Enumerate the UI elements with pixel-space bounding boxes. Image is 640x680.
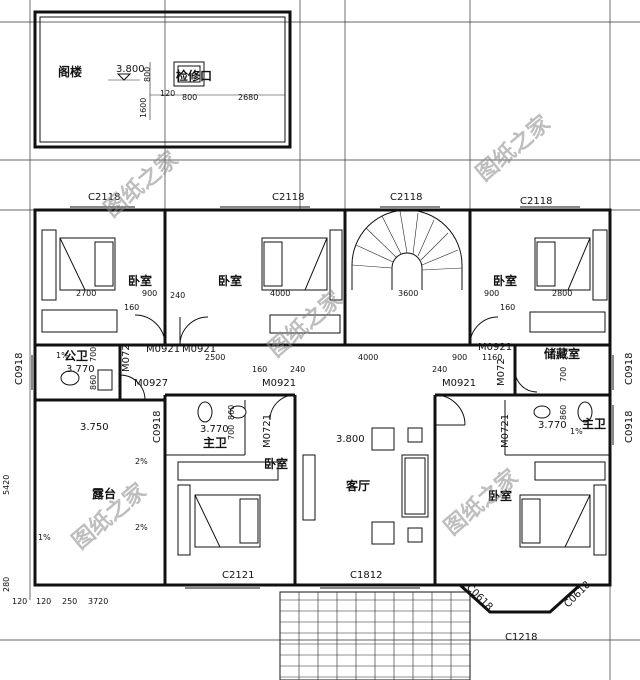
dim-2700: 2700 bbox=[76, 289, 96, 298]
door-code-m072-2: M072 bbox=[496, 358, 507, 386]
room-label-bedroom-5: 卧室 bbox=[488, 488, 512, 503]
bed-bottom-left bbox=[177, 461, 279, 556]
door-swings bbox=[119, 314, 538, 426]
dim-120-corner: 120 bbox=[12, 597, 27, 606]
window-code-c1218: C1218 bbox=[505, 632, 537, 643]
dim-4000-upper: 4000 bbox=[270, 289, 290, 298]
window-code-c2118-4: C2118 bbox=[520, 196, 552, 207]
dim-240-3: 240 bbox=[432, 365, 447, 374]
dim-700-2: 700 bbox=[227, 425, 236, 440]
window-code-c0918-left: C0918 bbox=[14, 353, 25, 385]
attic-block bbox=[33, 10, 292, 149]
bed-top-right bbox=[529, 229, 608, 333]
elevation-public-bath: 3.770 bbox=[66, 364, 95, 375]
dim-160-2: 160 bbox=[252, 365, 267, 374]
dim-1160: 1160 bbox=[482, 353, 502, 362]
dim-250: 250 bbox=[62, 597, 77, 606]
room-label-bedroom-3: 卧室 bbox=[493, 273, 517, 288]
door-code-m0721-2: M0721 bbox=[500, 414, 511, 448]
door-code-m0921-4: M0921 bbox=[442, 378, 476, 389]
door-code-m0921-5: M0921 bbox=[478, 342, 512, 353]
bath-fixtures bbox=[60, 369, 593, 423]
dim-860-1: 860 bbox=[89, 375, 98, 390]
dim-2800: 2800 bbox=[552, 289, 572, 298]
dim-4000-hall: 4000 bbox=[358, 353, 378, 362]
sofa-set bbox=[302, 427, 429, 545]
dim-860-3: 860 bbox=[559, 405, 568, 420]
elevation-living: 3.800 bbox=[336, 434, 365, 445]
door-code-m0927: M0927 bbox=[134, 378, 168, 389]
dim-240-2: 240 bbox=[290, 365, 305, 374]
dim-3720: 3720 bbox=[88, 597, 108, 606]
bed-top-middle bbox=[261, 229, 343, 334]
slope-1-percent-terrace: 1% bbox=[38, 533, 51, 542]
dim-280: 280 bbox=[2, 577, 11, 592]
window-code-c0918-inner: C0918 bbox=[152, 411, 163, 443]
window-code-c2118-2: C2118 bbox=[272, 192, 304, 203]
window-code-c2118-1: C2118 bbox=[88, 192, 120, 203]
dim-1600: 1600 bbox=[139, 98, 148, 118]
dim-700-3: 700 bbox=[559, 367, 568, 382]
window-code-c2121: C2121 bbox=[222, 570, 254, 581]
spiral-staircase bbox=[351, 209, 463, 290]
dim-2500: 2500 bbox=[205, 353, 225, 362]
dim-2680: 2680 bbox=[238, 93, 258, 102]
dim-5420: 5420 bbox=[2, 475, 11, 495]
room-label-public-bath: 公卫 bbox=[64, 349, 88, 363]
dim-160-3: 160 bbox=[500, 303, 515, 312]
room-label-bedroom-4: 卧室 bbox=[264, 456, 288, 471]
elevation-terrace: 3.750 bbox=[80, 422, 109, 433]
window-code-c0618-1: C0618 bbox=[464, 582, 495, 613]
slope-2-percent-1: 2% bbox=[135, 457, 148, 466]
room-label-master-bath-1: 主卫 bbox=[203, 435, 227, 450]
room-label-bedroom-1: 卧室 bbox=[128, 273, 152, 288]
dim-860-2: 860 bbox=[227, 405, 236, 420]
door-code-m0921-2: M0921 bbox=[182, 344, 216, 355]
dim-160-1: 160 bbox=[124, 303, 139, 312]
dim-900-1: 900 bbox=[142, 289, 157, 298]
slope-2-percent-2: 2% bbox=[135, 523, 148, 532]
window-marks bbox=[31, 206, 614, 589]
dim-700-1: 700 bbox=[89, 347, 98, 362]
room-label-terrace: 露台 bbox=[92, 486, 116, 501]
room-label-storage: 储藏室 bbox=[544, 346, 580, 361]
elevation-master-bath-1: 3.770 bbox=[200, 424, 229, 435]
door-code-m0921-3: M0921 bbox=[262, 378, 296, 389]
room-label-bedroom-2: 卧室 bbox=[218, 273, 242, 288]
window-code-c0918-right-2: C0918 bbox=[624, 411, 635, 443]
window-code-c2118-3: C2118 bbox=[390, 192, 422, 203]
elevation-attic: 3.800 bbox=[116, 64, 145, 75]
dim-3600: 3600 bbox=[398, 289, 418, 298]
dim-240-1: 240 bbox=[170, 291, 185, 300]
window-code-c0918-right-1: C0918 bbox=[624, 353, 635, 385]
slope-1-percent-bath: 1% bbox=[56, 351, 69, 360]
door-code-m0921-1: M0921 bbox=[146, 344, 180, 355]
dim-120-attic: 120 bbox=[160, 89, 175, 98]
dim-800-vertical: 800 bbox=[143, 67, 152, 82]
dim-120-corner-2: 120 bbox=[36, 597, 51, 606]
window-code-c1812: C1812 bbox=[350, 570, 382, 581]
watermark-2: 图纸之家 bbox=[471, 109, 556, 186]
dim-800-horizontal: 800 bbox=[182, 93, 197, 102]
door-code-m0721-1: M0721 bbox=[262, 414, 273, 448]
dim-900-2: 900 bbox=[484, 289, 499, 298]
entrance-stairs bbox=[279, 592, 470, 680]
dim-900-3: 900 bbox=[452, 353, 467, 362]
room-label-attic: 阁楼 bbox=[58, 64, 82, 79]
main-walls bbox=[33, 208, 612, 680]
bed-top-left bbox=[41, 229, 118, 333]
room-label-living-room: 客厅 bbox=[345, 478, 370, 493]
room-label-access-hatch: 检修口 bbox=[176, 68, 212, 83]
door-code-m072-1: M072 bbox=[121, 344, 132, 372]
bed-bottom-right bbox=[519, 461, 607, 556]
room-label-master-bath-2: 主卫 bbox=[582, 416, 606, 431]
elevation-master-bath-2: 3.770 bbox=[538, 420, 567, 431]
slope-1-percent-master: 1% bbox=[570, 427, 583, 436]
